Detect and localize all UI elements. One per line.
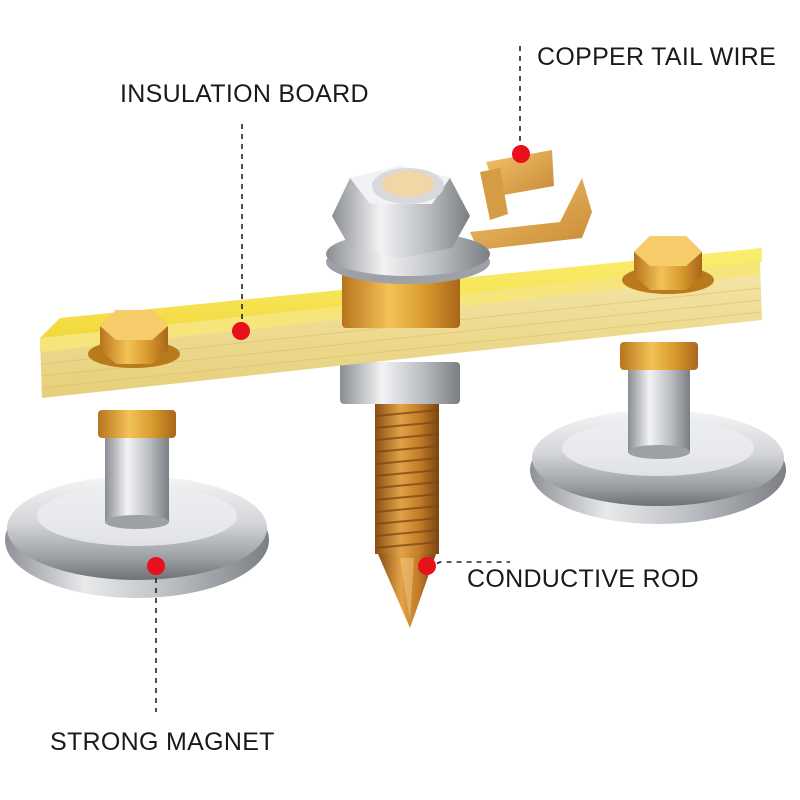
marker-insulation-board bbox=[232, 322, 250, 340]
label-strong-magnet: STRONG MAGNET bbox=[50, 728, 275, 756]
label-insulation-board: INSULATION BOARD bbox=[120, 80, 369, 108]
right-brass-bolt bbox=[622, 236, 714, 294]
label-conductive-rod: CONDUCTIVE ROD bbox=[467, 565, 699, 593]
marker-strong-magnet bbox=[147, 557, 165, 575]
right-magnet bbox=[530, 342, 786, 524]
left-brass-bolt bbox=[88, 310, 180, 368]
label-copper-tail-wire: COPPER TAIL WIRE bbox=[537, 43, 777, 71]
copper-tail-wire bbox=[470, 150, 592, 250]
center-terminal bbox=[326, 166, 490, 328]
marker-copper-tail-wire bbox=[512, 145, 530, 163]
markers bbox=[147, 145, 530, 575]
conductive-rod bbox=[340, 362, 460, 628]
marker-conductive-rod bbox=[418, 557, 436, 575]
left-magnet bbox=[5, 410, 269, 598]
